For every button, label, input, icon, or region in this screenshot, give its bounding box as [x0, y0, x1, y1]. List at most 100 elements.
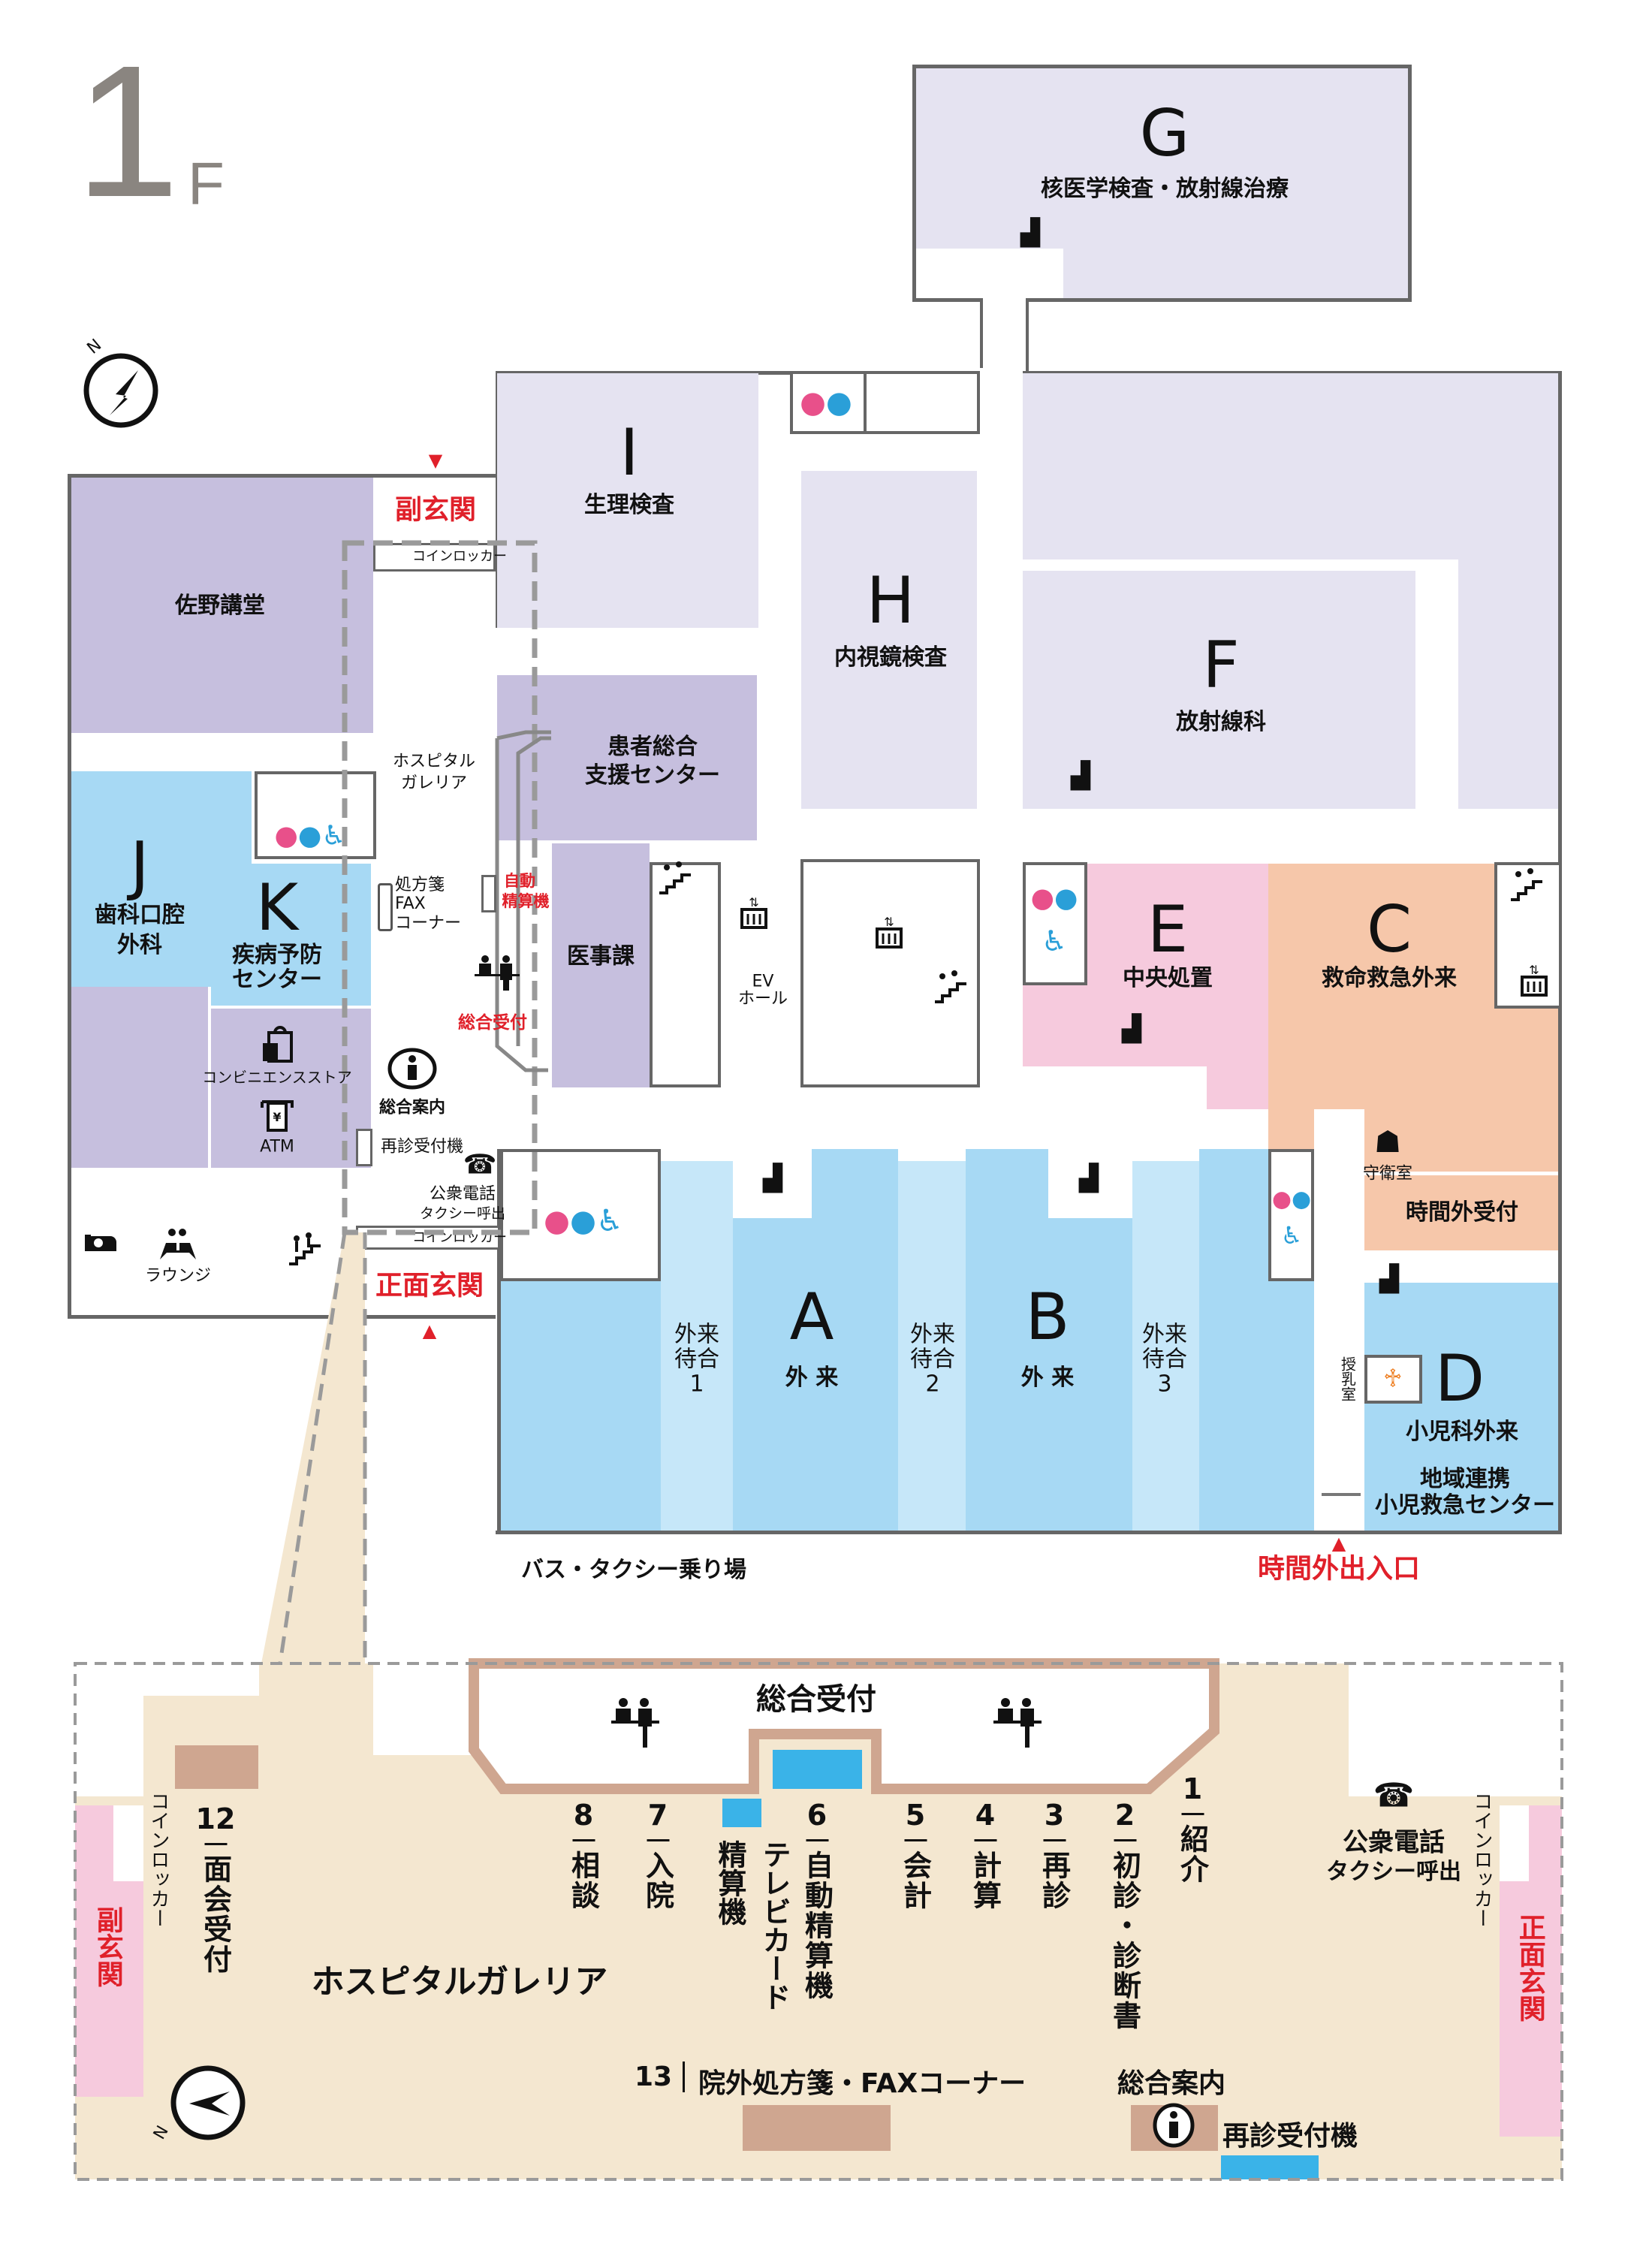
waiting-line: 待合 [1142, 1346, 1187, 1373]
tv-card-line-2: 精算機 [713, 1840, 746, 1926]
information-icon [1153, 2103, 1195, 2151]
dept-d-letter: D [1434, 1341, 1485, 1416]
room-sano-hall: 佐野講堂 [175, 592, 265, 619]
waiting-number: 1 [689, 1371, 704, 1398]
dept-f-name: 放射線科 [1176, 708, 1266, 735]
galleria-label-1: ホスピタル [392, 752, 476, 771]
reception-desk-icon: ▟ [1020, 218, 1041, 248]
reception-desk-icon: ▟ [1379, 1264, 1400, 1294]
waiting-line: 外来 [1142, 1321, 1187, 1348]
dept-a-name: 外 来 [785, 1364, 839, 1391]
detail-side-entrance-label: 副玄関 [92, 1906, 123, 1987]
galleria-label-2: ガレリア [400, 774, 468, 793]
reception-desk-icon: ▟ [762, 1163, 783, 1193]
block-after-hours-reception [1364, 1175, 1558, 1250]
after-hours-entrance-arrow-icon: ▲ [1331, 1533, 1346, 1555]
toilet-room-left [255, 771, 376, 859]
toilet-room-i [790, 371, 980, 434]
detail-general-reception: 総合受付 [756, 1682, 876, 1717]
atm-icon: ¥ [261, 1099, 294, 1136]
restroom-icon: ●● [1030, 882, 1078, 914]
information-icon [387, 1048, 437, 1093]
block-h [801, 471, 977, 809]
elevator-hall-box [800, 859, 980, 1087]
waiting-number: 3 [1157, 1371, 1172, 1398]
svg-text:¥: ¥ [273, 1110, 281, 1124]
reception-desk-icon: ▟ [1078, 1163, 1099, 1193]
counter-label: 相談 [566, 1850, 600, 1911]
compass-north-icon [80, 349, 162, 435]
counter-label: 会計 [898, 1850, 932, 1911]
dept-g-name: 核医学検査・放射線治療 [1041, 175, 1289, 202]
side-entrance-label[interactable]: 副玄関 [394, 494, 477, 526]
patient-support-1: 患者総合 [607, 733, 698, 760]
counter-number: 4 [975, 1799, 996, 1832]
lounge-icon [155, 1228, 200, 1265]
main-entrance-label[interactable]: 正面玄関 [375, 1270, 484, 1301]
phone-icon: ☎ [1373, 1776, 1415, 1815]
counter-label: 初診・診断書 [1108, 1850, 1141, 2031]
waiting-3-area [1132, 1161, 1199, 1531]
dept-k-name-1: 疾病予防 [232, 941, 322, 968]
coin-locker-north-label: コインロッカー [412, 548, 507, 565]
detail-galleria-label: ホスピタルガレリア [311, 1962, 608, 2001]
security-guard-icon: ☗ [1374, 1125, 1401, 1160]
dept-b-name: 外 来 [1020, 1364, 1075, 1391]
dept-a-letter: A [789, 1280, 834, 1355]
waiting-line: 外来 [674, 1321, 719, 1348]
guard-room-label: 守衛室 [1362, 1164, 1413, 1184]
reception-desk-icon: ▟ [1070, 761, 1091, 791]
stairs-icon [658, 861, 692, 897]
elevator-icon: ⇅ [874, 915, 904, 952]
dept-b-letter: B [1025, 1280, 1070, 1355]
room-atm: ATM [260, 1137, 294, 1157]
phone-label-2: タクシー呼出 [419, 1205, 506, 1223]
counter-number: 6 [806, 1799, 828, 1832]
accessible-toilet-icon: ♿ [1280, 1221, 1303, 1250]
reception-desk-icon: ▟ [1121, 1014, 1142, 1044]
waiting-line: 待合 [674, 1346, 719, 1373]
dept-h-letter: H [866, 563, 915, 638]
dept-i-name: 生理検査 [584, 491, 674, 518]
revisit-machine-label: 再診受付機 [380, 1137, 464, 1157]
phone-label-1: 公衆電話 [429, 1184, 496, 1204]
dept-k-name-2: センター [232, 966, 322, 993]
block-a [733, 1218, 898, 1531]
dept-g-letter: G [1139, 96, 1190, 171]
counter-number: 7 [647, 1799, 668, 1832]
side-entrance-arrow-icon: ▼ [428, 450, 443, 472]
toilet-room-a [500, 1149, 661, 1281]
restroom-icon: ●●♿ [544, 1204, 623, 1238]
detail-fax-label: 院外処方箋・FAXコーナー [698, 2068, 1026, 2099]
restroom-icon: ●● [800, 385, 852, 420]
waiting-1-area [661, 1161, 733, 1531]
block-i [497, 373, 758, 628]
detail-information-label: 総合案内 [1117, 2068, 1226, 2099]
after-hours-entrance-label[interactable]: 時間外出入口 [1257, 1553, 1421, 1585]
money-exchange-icon [83, 1232, 118, 1257]
counter-label: 紹介 [1175, 1824, 1209, 1884]
dept-e-letter: E [1147, 892, 1189, 967]
dept-i-letter: I [620, 415, 639, 490]
restroom-icon: ●●♿ [274, 820, 346, 852]
ev-hall-2: ホール [737, 989, 788, 1009]
bus-taxi-label: バス・タクシー乗り場 [521, 1556, 746, 1583]
floor-number: 1 [75, 26, 180, 236]
dept-d-sub-2: 小児救急センター [1375, 1491, 1555, 1519]
dept-c-name: 救命救急外来 [1322, 964, 1457, 991]
dept-e-name: 中央処置 [1123, 964, 1213, 991]
tv-card-line-1: テレビカード [758, 1840, 791, 2011]
dept-k-letter: K [255, 870, 299, 946]
svg-text:⇅: ⇅ [884, 915, 894, 929]
reception-icon [473, 955, 521, 994]
dept-j-name-2: 外科 [117, 931, 162, 958]
main-entrance-arrow-icon: ▲ [422, 1320, 437, 1342]
elevator-icon: ⇅ [1519, 963, 1549, 1000]
